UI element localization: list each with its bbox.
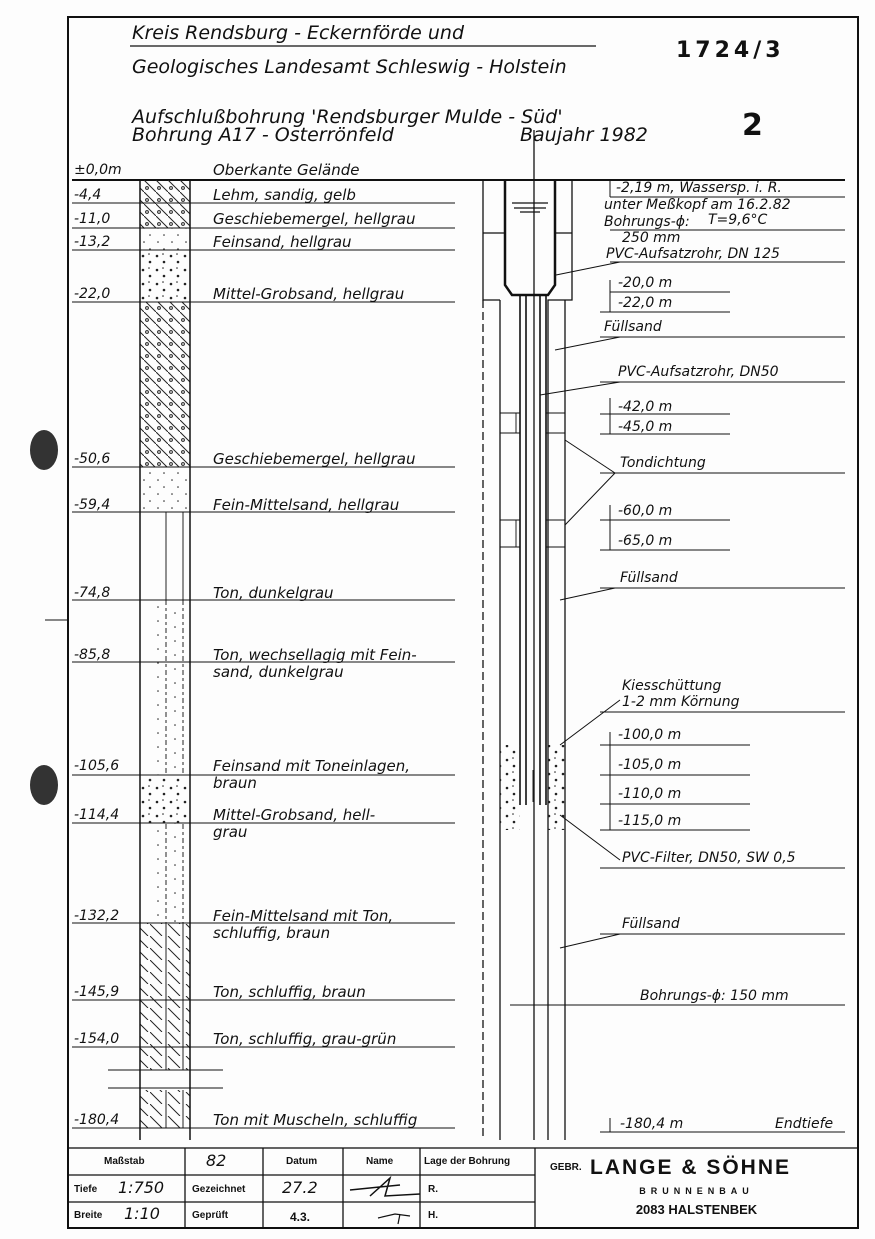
layer-label: Ton, schluffig, grau-grün — [213, 1030, 397, 1048]
fill-sand-label: Füllsand — [620, 570, 678, 586]
signature — [349, 1175, 421, 1197]
layer-depth: ±0,0m — [74, 162, 122, 178]
layer-depth: -11,0 — [74, 211, 111, 227]
depth-scale: 1:750 — [118, 1178, 165, 1197]
checked-label: Geprüft — [192, 1210, 229, 1221]
filter-label: PVC-Filter, DN50, SW 0,5 — [622, 850, 796, 866]
bore-diameter-value: 250 mm — [622, 230, 681, 246]
drawn-date: 27.2 — [282, 1178, 318, 1197]
layer-label-line2: grau — [213, 823, 248, 841]
header-line1: Kreis Rendsburg - Eckernförde und — [132, 22, 465, 44]
checked-date: 4.3. — [290, 1210, 311, 1224]
header-year: Baujahr 1982 — [520, 124, 648, 146]
name-label: Name — [366, 1156, 394, 1167]
fill-sand-label: Füllsand — [622, 916, 680, 932]
layer-depth: -22,0 — [74, 286, 111, 302]
punch-hole — [30, 430, 58, 470]
depth-mark: -65,0 m — [618, 533, 673, 549]
layer-label: Fein-Mittelsand mit Ton,schluffig, braun — [213, 908, 393, 942]
clay-seal-label: Tondichtung — [620, 455, 706, 471]
layer-label-line2: sand, dunkelgrau — [213, 663, 344, 681]
layer-depth: -132,2 — [74, 908, 120, 924]
layer-depth: -59,4 — [74, 497, 111, 513]
fill-sand-label: Füllsand — [604, 319, 662, 335]
layer-label: Ton, wechsellagig mit Fein-sand, dunkelg… — [213, 647, 417, 681]
depth-mark: -22,0 m — [618, 295, 673, 311]
layer-label: Ton, schluffig, braun — [213, 983, 366, 1001]
layer-depth: -50,6 — [74, 451, 111, 467]
layer-depth: -114,4 — [74, 807, 120, 823]
layer-label: Mittel-Grobsand, hellgrau — [213, 285, 405, 303]
depth-mark: -45,0 m — [618, 419, 673, 435]
width-scale: 1:10 — [124, 1204, 160, 1223]
water-level-note: unter Meßkopf am 16.2.82 — [604, 197, 791, 213]
depth-mark: -42,0 m — [618, 399, 673, 415]
location-label: Lage der Bohrung — [424, 1156, 511, 1167]
signature — [377, 1213, 411, 1225]
company-subtitle: BRUNNENBAU — [639, 1186, 754, 1196]
layer-label-line1: Feinsand mit Toneinlagen, — [213, 757, 411, 775]
layer-depth: -154,0 — [74, 1031, 120, 1047]
h-label: H. — [428, 1210, 438, 1221]
header-line3: Aufschlußbohrung 'Rendsburger Mulde - Sü… — [132, 106, 563, 128]
layer-label-line1: Mittel-Grobsand, hell- — [213, 806, 376, 824]
layer-depth: -74,8 — [74, 585, 111, 601]
casing-dn125: PVC-Aufsatzrohr, DN 125 — [606, 246, 780, 262]
water-level: -2,19 m, Wassersp. i. R. — [616, 180, 782, 196]
depth-mark: -60,0 m — [618, 503, 673, 519]
layer-label: Lehm, sandig, gelb — [213, 186, 356, 204]
bore-diameter-bottom: Bohrungs-ϕ: 150 mm — [640, 988, 789, 1004]
bore-diameter-label: Bohrungs-ϕ: — [604, 214, 690, 230]
sheet-number: 2 — [742, 108, 763, 143]
layer-depth: -4,4 — [74, 187, 102, 203]
layer-label: Ton mit Muscheln, schluffig — [213, 1111, 418, 1129]
layer-label: Feinsand mit Toneinlagen,braun — [213, 758, 410, 792]
layer-label: Fein-Mittelsand, hellgrau — [213, 496, 400, 514]
width-scale-label: Breite — [74, 1210, 103, 1221]
header-line4: Bohrung A17 - Osterrönfeld — [132, 124, 394, 146]
company-prefix: GEBR. — [550, 1162, 582, 1173]
depth-mark: -105,0 m — [618, 757, 682, 773]
depth-scale-label: Tiefe — [74, 1184, 98, 1195]
company-address: 2083 HALSTENBEK — [635, 1202, 758, 1217]
layer-depth: -145,9 — [74, 984, 120, 1000]
layer-label: Mittel-Grobsand, hell-grau — [213, 807, 375, 841]
company-name: LANGE & SÖHNE — [590, 1156, 792, 1179]
r-label: R. — [428, 1184, 438, 1195]
header-line2: Geologisches Landesamt Schleswig - Holst… — [132, 56, 567, 78]
layer-label: Geschiebemergel, hellgrau — [213, 210, 416, 228]
layer-label: Geschiebemergel, hellgrau — [213, 450, 416, 468]
layer-label-line2: braun — [213, 774, 257, 792]
gravel-label: Kiesschüttung — [622, 678, 722, 694]
depth-mark: -100,0 m — [618, 727, 682, 743]
layer-label-line1: Ton, wechsellagig mit Fein- — [213, 646, 417, 664]
casing-dn50: PVC-Aufsatzrohr, DN50 — [618, 364, 779, 380]
layer-depth: -85,8 — [74, 647, 111, 663]
layer-depth: -105,6 — [74, 758, 120, 774]
document-number: 1724/3 — [676, 38, 785, 63]
date-label: Datum — [286, 1156, 318, 1167]
layer-depth: -13,2 — [74, 234, 111, 250]
temperature: T=9,6°C — [708, 212, 768, 228]
depth-mark: -115,0 m — [618, 813, 682, 829]
scale-label: Maßstab — [104, 1156, 145, 1167]
layer-label-line1: Fein-Mittelsand mit Ton, — [213, 907, 394, 925]
drawn-label: Gezeichnet — [192, 1184, 246, 1195]
year-value: 82 — [206, 1151, 227, 1170]
end-depth-label: Endtiefe — [775, 1116, 834, 1132]
end-depth: -180,4 m — [620, 1116, 684, 1132]
depth-mark: -20,0 m — [618, 275, 673, 291]
gravel-grain: 1-2 mm Körnung — [622, 694, 740, 710]
layer-label-line2: schluffig, braun — [213, 924, 331, 942]
layer-depth: -180,4 — [74, 1112, 120, 1128]
depth-mark: -110,0 m — [618, 786, 682, 802]
punch-hole — [30, 765, 58, 805]
layer-label: Ton, dunkelgrau — [213, 584, 334, 602]
layer-label: Feinsand, hellgrau — [213, 233, 352, 251]
layer-label: Oberkante Gelände — [213, 161, 360, 179]
